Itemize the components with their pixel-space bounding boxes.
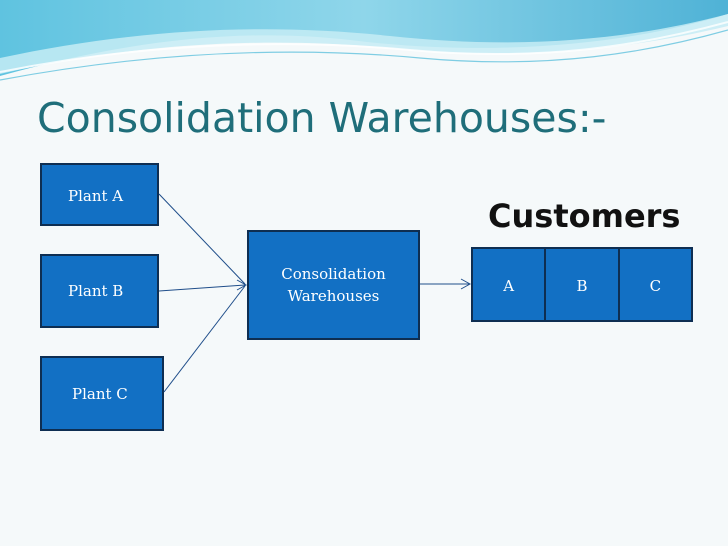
slide-title: Consolidation Warehouses:-	[37, 94, 607, 142]
customer-c-label: C	[649, 277, 662, 295]
consolidation-warehouse-box: Consolidation Warehouses	[247, 230, 420, 340]
plant-a-box: Plant A	[40, 163, 159, 226]
arrowhead-warehouse-in	[236, 279, 248, 291]
plant-c-box: Plant C	[40, 356, 164, 431]
customers-group: A B C	[471, 247, 693, 322]
customer-a-box: A	[471, 247, 547, 322]
plant-a-label: Plant A	[68, 187, 124, 205]
warehouse-label: Consolidation Warehouses	[281, 265, 386, 305]
customer-b-label: B	[576, 277, 588, 295]
plant-b-box: Plant B	[40, 254, 159, 328]
customer-b-box: B	[544, 247, 620, 322]
arrow-plant-a-to-warehouse	[158, 193, 246, 285]
arrow-plant-b-to-warehouse	[158, 284, 246, 292]
customers-heading: Customers	[488, 197, 681, 235]
arrowhead-customers-in	[460, 278, 472, 290]
customer-c-box: C	[617, 247, 693, 322]
header-wave-decoration	[0, 0, 728, 81]
plant-c-label: Plant C	[72, 384, 128, 403]
customer-a-label: A	[503, 277, 515, 295]
arrow-plant-c-to-warehouse	[163, 285, 246, 393]
plant-b-label: Plant B	[68, 282, 124, 300]
